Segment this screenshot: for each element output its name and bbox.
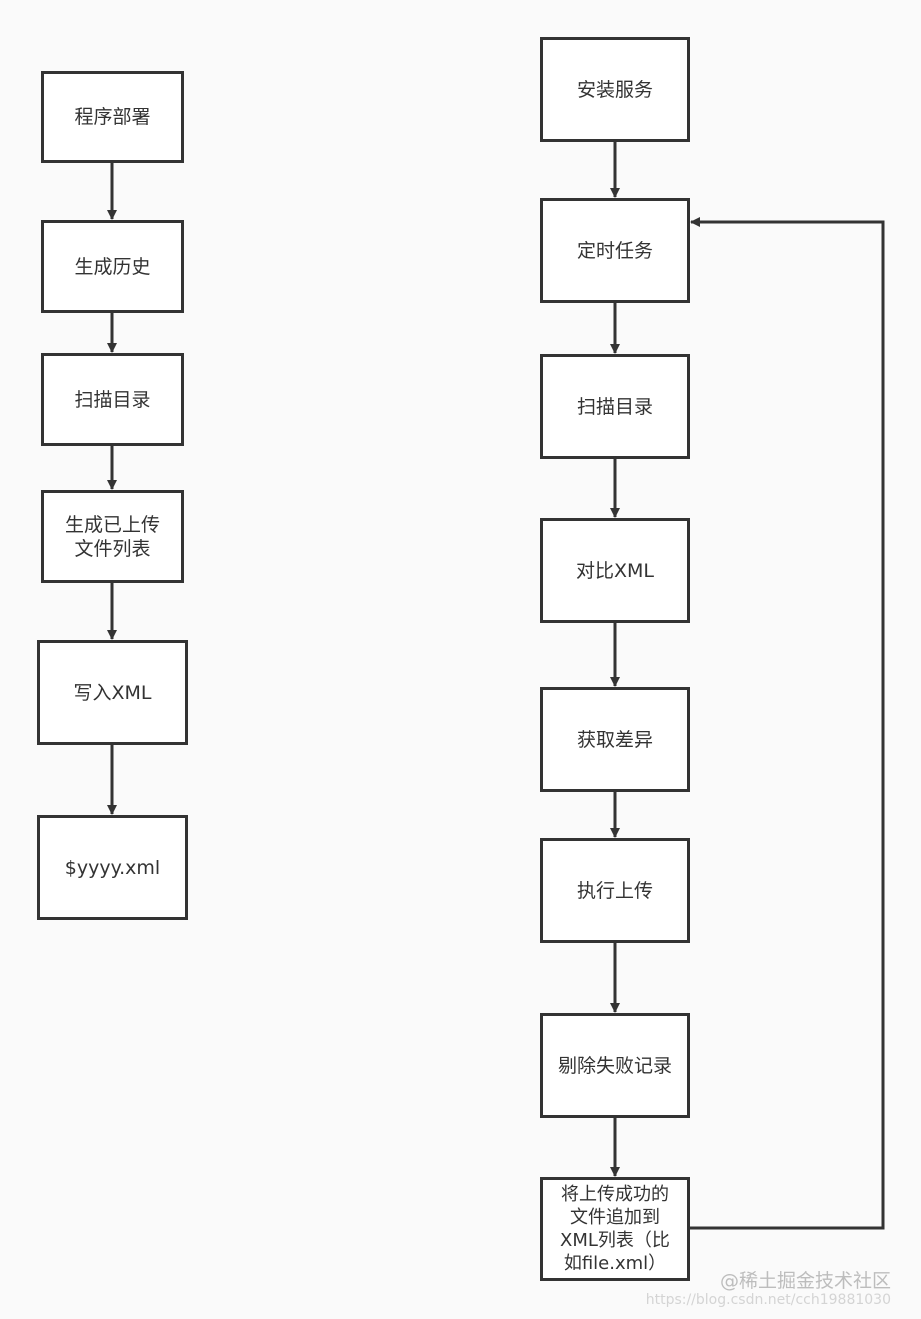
step-remove-failed-records: 剔除失败记录	[540, 1013, 690, 1118]
step-get-differences: 获取差异	[540, 687, 690, 792]
step-scan-directory-right: 扫描目录	[540, 354, 690, 459]
step-scheduled-task: 定时任务	[540, 198, 690, 303]
watermark-community: @稀土掘金技术社区	[719, 1270, 891, 1292]
step-install-service: 安装服务	[540, 37, 690, 142]
watermark-url: https://blog.csdn.net/cch19881030	[645, 1292, 891, 1308]
step-scan-directory-left: 扫描目录	[41, 353, 184, 446]
step-execute-upload: 执行上传	[540, 838, 690, 943]
arrow-loop-back	[690, 217, 885, 1230]
step-append-success-to-xml: 将上传成功的 文件追加到 XML列表（比 如file.xml）	[540, 1177, 690, 1281]
step-deploy-program: 程序部署	[41, 71, 184, 163]
step-generate-history: 生成历史	[41, 220, 184, 313]
step-write-xml: 写入XML	[37, 640, 188, 745]
step-yyyy-xml: $yyyy.xml	[37, 815, 188, 920]
step-generate-uploaded-list: 生成已上传 文件列表	[41, 490, 184, 583]
step-compare-xml: 对比XML	[540, 518, 690, 623]
